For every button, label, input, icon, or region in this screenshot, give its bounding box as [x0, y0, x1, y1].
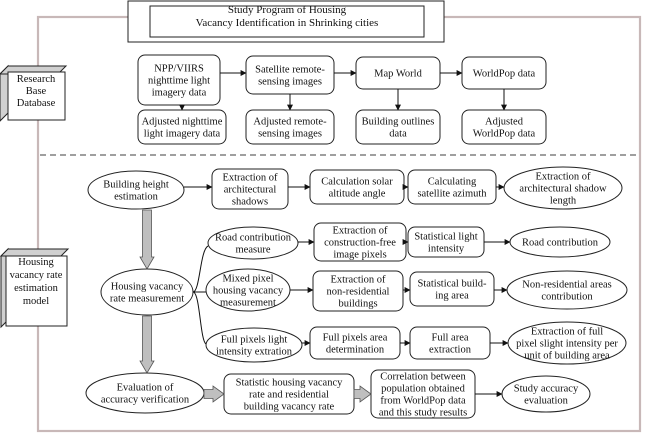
adjusted-sat-node: Adjusted remote-sensing images [245, 109, 335, 145]
building-area-node: Statistical build-ing area [409, 271, 495, 307]
satellite-images-node-label: Satellite remote-sensing images [255, 65, 325, 88]
worldpop-node: WorldPop data [461, 56, 547, 90]
map-world-node-label: Map World [374, 69, 422, 80]
map-world-node: Map World [355, 56, 441, 90]
worldpop-node-label: WorldPop data [473, 69, 536, 80]
fat-arrow-height-to-vacancy [139, 209, 155, 270]
satellite-images-node: Satellite remote-sensing images [245, 55, 335, 95]
fat-arrow-vacancy-to-evaluation [139, 315, 155, 374]
fat-arrow-statistic-to-correlation [353, 385, 372, 403]
adjusted-sat-node-label: Adjusted remote-sensing images [253, 117, 327, 140]
curve-to-full [192, 291, 207, 345]
building-area-node-label: Statistical build-ing area [417, 279, 487, 302]
fat-arrow-evaluation-to-statistic [203, 385, 225, 403]
road-contribution-ellipse: Road contribution [509, 226, 611, 258]
road-contribution-ellipse-label: Road contribution [522, 238, 599, 249]
curve-to-road [192, 245, 209, 293]
